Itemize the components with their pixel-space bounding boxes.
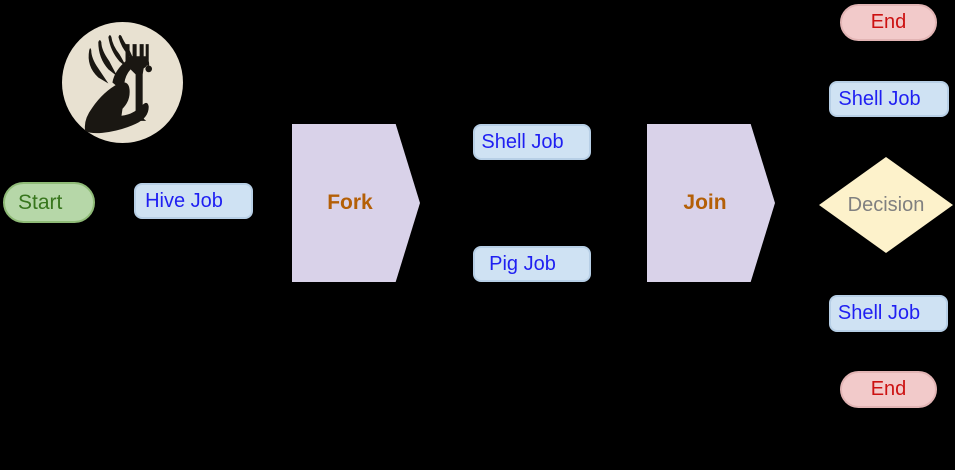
node-end-bottom: End <box>840 371 937 408</box>
oozie-sphinx-icon <box>62 22 183 143</box>
node-shell-job-bottom-right-label: Shell Job <box>837 302 921 324</box>
node-shell-job-top-right-label: Shell Job <box>838 87 921 110</box>
node-shell-job-middle-label: Shell Job <box>481 130 564 153</box>
node-fork-label: Fork <box>327 191 373 214</box>
node-join-label: Join <box>683 191 727 214</box>
node-start-label: Start <box>18 190 63 214</box>
node-end-top-label: End <box>870 11 907 33</box>
node-decision-label: Decision <box>847 193 925 216</box>
node-end-top: End <box>840 4 937 41</box>
node-hive-job: Hive Job <box>134 183 253 219</box>
node-join: Join <box>647 124 775 282</box>
node-start: Start <box>3 182 95 223</box>
node-fork: Fork <box>292 124 420 282</box>
node-shell-job-top-right: Shell Job <box>829 81 949 117</box>
node-pig-job-label: Pig Job <box>489 252 556 275</box>
node-shell-job-middle: Shell Job <box>473 124 591 160</box>
apache-oozie-logo <box>62 22 183 143</box>
node-shell-job-bottom-right: Shell Job <box>829 295 948 332</box>
node-end-bottom-label: End <box>870 378 907 400</box>
node-pig-job: Pig Job <box>473 246 591 282</box>
node-hive-job-label: Hive Job <box>145 189 223 212</box>
node-decision: Decision <box>819 157 953 253</box>
